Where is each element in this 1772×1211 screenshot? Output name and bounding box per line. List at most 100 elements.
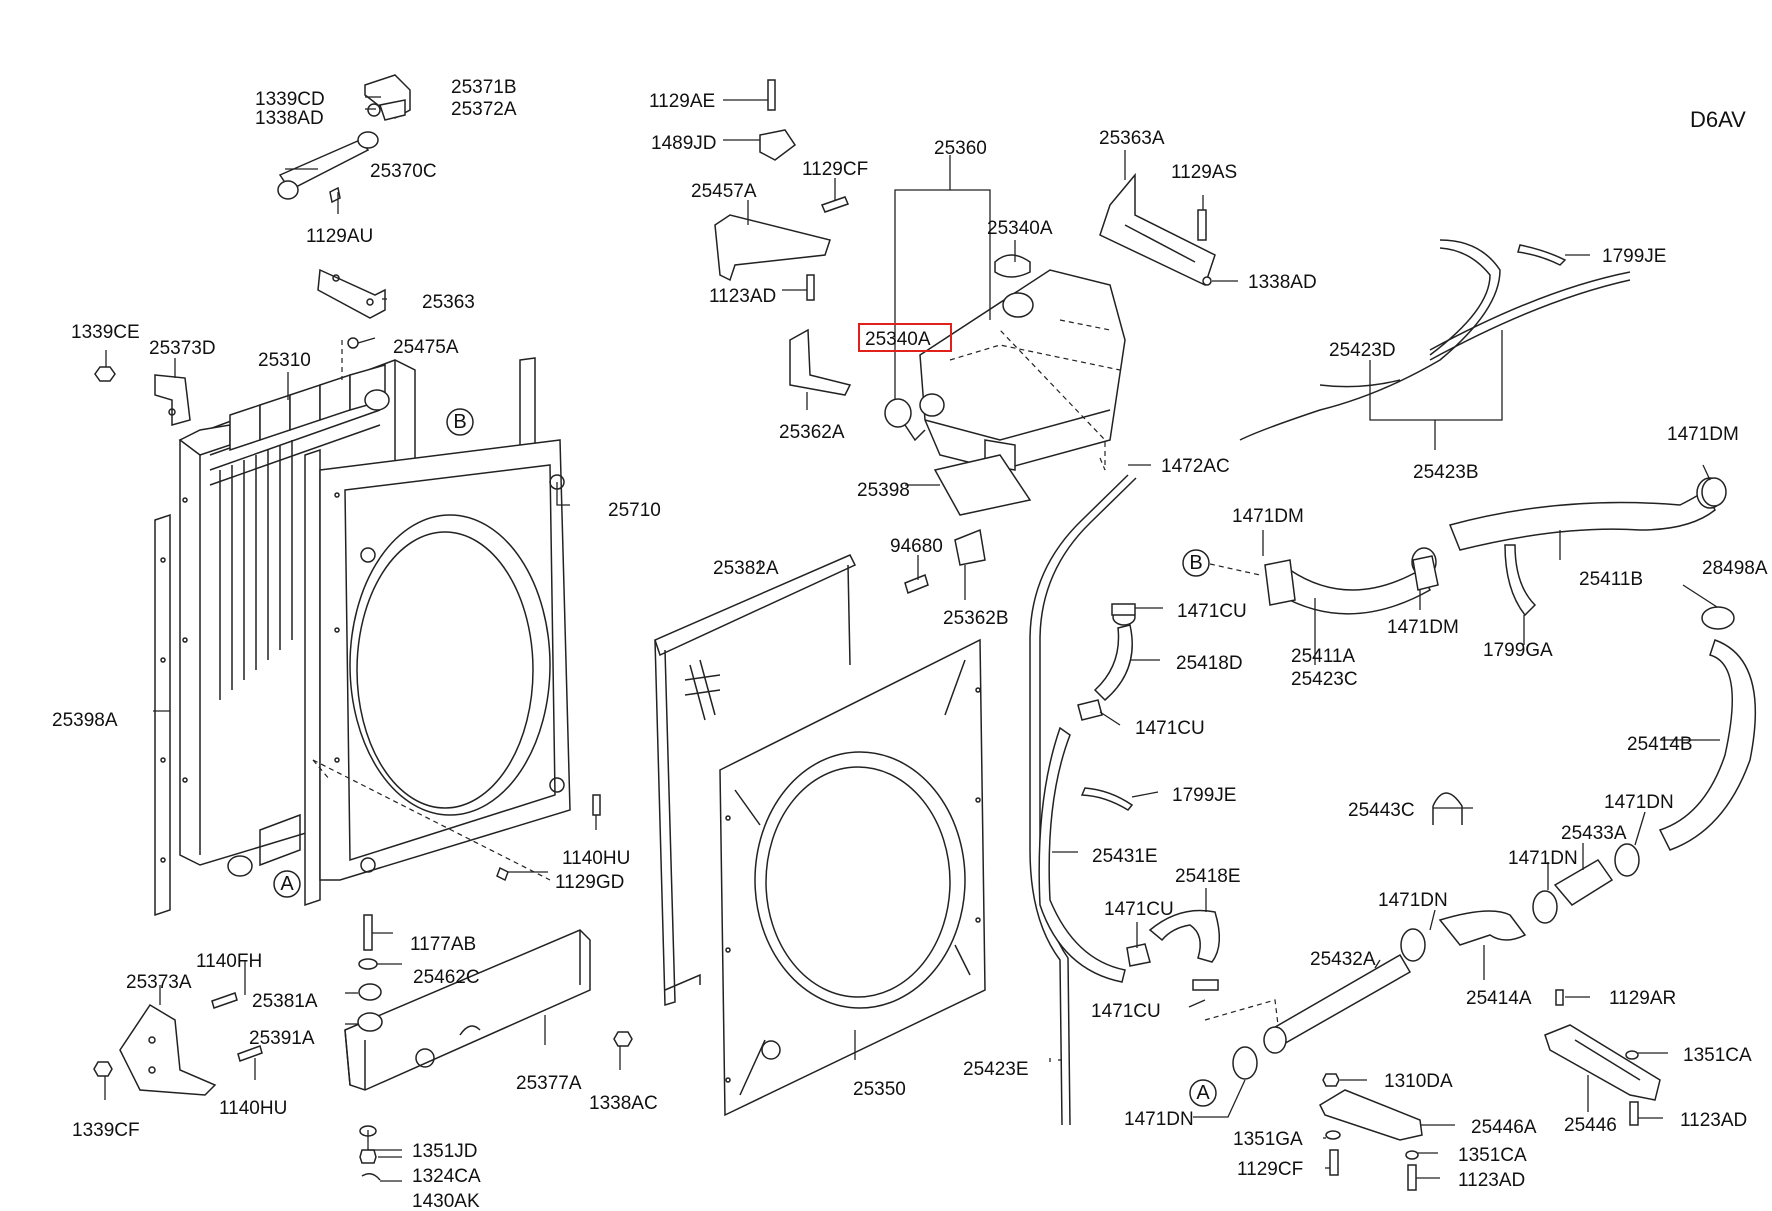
bolt-1123AD-part — [806, 274, 815, 301]
bracket-25373D-part — [154, 374, 191, 426]
label-1177AB: 1177AB — [410, 934, 476, 955]
bolt-1129CF-part — [820, 196, 850, 213]
label-25414B: 25414B — [1627, 734, 1693, 755]
clamp-1471CU-c-part — [1126, 943, 1151, 967]
label-25363A: 25363A — [1099, 128, 1165, 149]
label-1471DM-a: 1471DM — [1232, 506, 1304, 527]
fan-shroud-25350-part — [719, 638, 986, 1117]
bolt-1177AB-part — [363, 914, 373, 951]
bracket-25362A-part — [789, 328, 852, 396]
svg-text:B: B — [1189, 552, 1202, 574]
clip-1799JE-top-part — [1517, 244, 1567, 266]
label-25411B: 25411B — [1579, 569, 1643, 590]
crossmember-25377A-part — [344, 929, 591, 1091]
label-1129AE: 1129AE — [649, 91, 715, 112]
plug-25475A-part — [347, 337, 359, 349]
label-1799JE-mid: 1799JE — [1172, 785, 1236, 806]
label-25340A-selected: 25340A — [865, 329, 931, 350]
bolt-1129AR-part — [1555, 989, 1564, 1006]
label-25340A-cap: 25340A — [987, 218, 1053, 239]
label-1430AK: 1430AK — [412, 1191, 480, 1211]
leader-lines — [104, 96, 1720, 1182]
mount-25391A-part — [357, 1012, 383, 1032]
highlight-box — [858, 323, 952, 352]
label-1471DN-d: 1471DN — [1124, 1109, 1194, 1130]
label-25423E: 25423E — [963, 1059, 1029, 1080]
label-1129CF-top: 1129CF — [802, 159, 868, 180]
clamp-1471DM-b-part — [1412, 555, 1439, 591]
label-25363: 25363 — [422, 292, 475, 313]
label-25710: 25710 — [608, 500, 661, 521]
bolt-1129AS-part — [1197, 209, 1207, 241]
pin-1430AK-part — [361, 1173, 381, 1181]
label-1140HU-bottom: 1140HU — [219, 1098, 287, 1119]
clamp-1471DM-a-part — [1264, 559, 1296, 606]
label-25432A: 25432A — [1310, 949, 1376, 970]
label-25362A: 25362A — [779, 422, 845, 443]
bolt-1140FH-part — [211, 992, 238, 1009]
label-1310DA: 1310DA — [1384, 1071, 1453, 1092]
label-25391A: 25391A — [249, 1028, 315, 1049]
label-1471DM-b: 1471DM — [1387, 617, 1459, 638]
bracket-25362B-part — [954, 528, 986, 566]
hose-25414B-part — [1658, 639, 1756, 851]
bracket-25446A-part — [1319, 1089, 1423, 1141]
pipe-25433A-part — [1553, 859, 1614, 906]
ref-circle-b-right: B — [1182, 549, 1210, 577]
label-1799JE-top: 1799JE — [1602, 246, 1666, 267]
cap-25340A-selected-part — [884, 398, 926, 442]
label-1471DN-a: 1471DN — [1604, 792, 1674, 813]
label-1472AC: 1472AC — [1161, 456, 1230, 477]
diagram-code: D6AV — [1690, 107, 1746, 132]
label-1471DN-c: 1471DN — [1378, 890, 1448, 911]
label-1123AD-bottom: 1123AD — [1458, 1170, 1525, 1191]
label-28498A: 28498A — [1702, 558, 1768, 579]
label-25411A: 25411A — [1291, 646, 1355, 667]
label-25475A: 25475A — [393, 337, 459, 358]
label-25446A: 25446A — [1471, 1117, 1537, 1138]
label-1338AD-top: 1338AD — [255, 108, 324, 129]
label-1339CF: 1339CF — [72, 1120, 140, 1141]
bracket-25457A-part — [714, 214, 831, 282]
label-25371B: 25371B — [451, 77, 517, 98]
nut-1338AD-part — [1202, 276, 1212, 286]
washer-25462C-part — [358, 958, 378, 970]
hose-25423D-part — [1239, 239, 1631, 441]
nut-1339CF-part — [93, 1061, 113, 1077]
strut-25370C-part — [277, 74, 411, 204]
clip-1489JD-part — [759, 129, 797, 161]
label-25418D: 25418D — [1176, 653, 1243, 674]
nut-1310DA-part — [1322, 1073, 1340, 1087]
bracket-25446-part — [1544, 1024, 1661, 1101]
label-1471DN-b: 1471DN — [1508, 848, 1578, 869]
hose-25418D-part — [1093, 608, 1136, 702]
label-1140FH: 1140FH — [196, 951, 262, 972]
label-1338AD-right: 1338AD — [1248, 272, 1317, 293]
bolt-1123AD-r-part — [1629, 1101, 1639, 1126]
clamp-1471DN-d-part — [1232, 1046, 1258, 1080]
label-25370C: 25370C — [370, 161, 437, 182]
washer-1351CA-b-part — [1405, 1150, 1419, 1160]
ref-circle-a-left: A — [273, 870, 301, 898]
label-1799GA: 1799GA — [1483, 640, 1553, 661]
nut-1324CA-part — [359, 1149, 377, 1164]
label-1324CA: 1324CA — [412, 1166, 481, 1187]
clamp-1471DM-c-part — [1701, 477, 1727, 507]
label-25418E: 25418E — [1175, 866, 1241, 887]
clamp-28498A-part — [1701, 606, 1735, 630]
label-1129AS: 1129AS — [1171, 162, 1237, 183]
washer-1351GA-part — [1325, 1130, 1341, 1140]
clip-1799JE-mid-part — [1080, 787, 1134, 811]
label-25377A: 25377A — [516, 1073, 582, 1094]
label-25433A: 25433A — [1561, 823, 1627, 844]
nut-1339CE-part — [94, 366, 116, 382]
seal-strip-25398A-part — [154, 513, 171, 917]
label-25373A: 25373A — [126, 972, 192, 993]
ref-circle-b-left: B — [446, 408, 474, 436]
clamp-1471DN-c-part — [1400, 928, 1426, 962]
ref-circle-a-right: A — [1189, 1079, 1217, 1107]
bolt-94680-part — [904, 573, 929, 595]
label-1129GD: 1129GD — [555, 872, 624, 893]
clamp-1471CU-a-part — [1111, 603, 1136, 616]
pipe-25423E-part — [1029, 474, 1129, 1126]
